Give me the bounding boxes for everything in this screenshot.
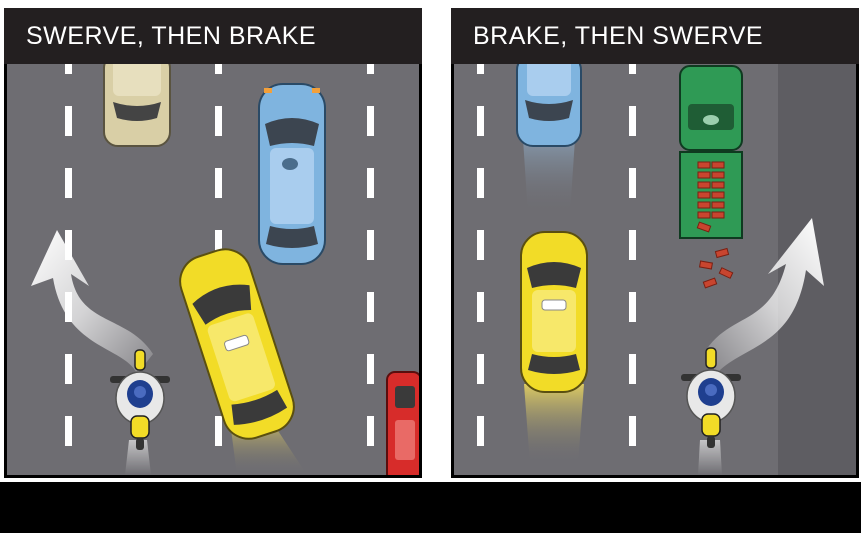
taxi-car-icon [521, 232, 587, 392]
brake-then-swerve-panel: BRAKE, THEN SWERVE [451, 8, 859, 478]
beige-car-icon [104, 64, 170, 146]
swerve-then-brake-scene [7, 64, 419, 475]
red-vehicle-icon [387, 372, 419, 475]
taxi-motion-trail [524, 384, 584, 464]
blue-car-icon [517, 64, 581, 146]
panel-title-swerve-then-brake: SWERVE, THEN BRAKE [4, 8, 422, 64]
brake-then-swerve-scene [454, 64, 856, 475]
footer-bar [0, 482, 861, 533]
flatbed-truck-icon [680, 66, 742, 238]
panel-title-brake-then-swerve: BRAKE, THEN SWERVE [451, 8, 859, 64]
blue-car-icon [259, 84, 325, 264]
swerve-then-brake-panel: SWERVE, THEN BRAKE [4, 8, 422, 478]
